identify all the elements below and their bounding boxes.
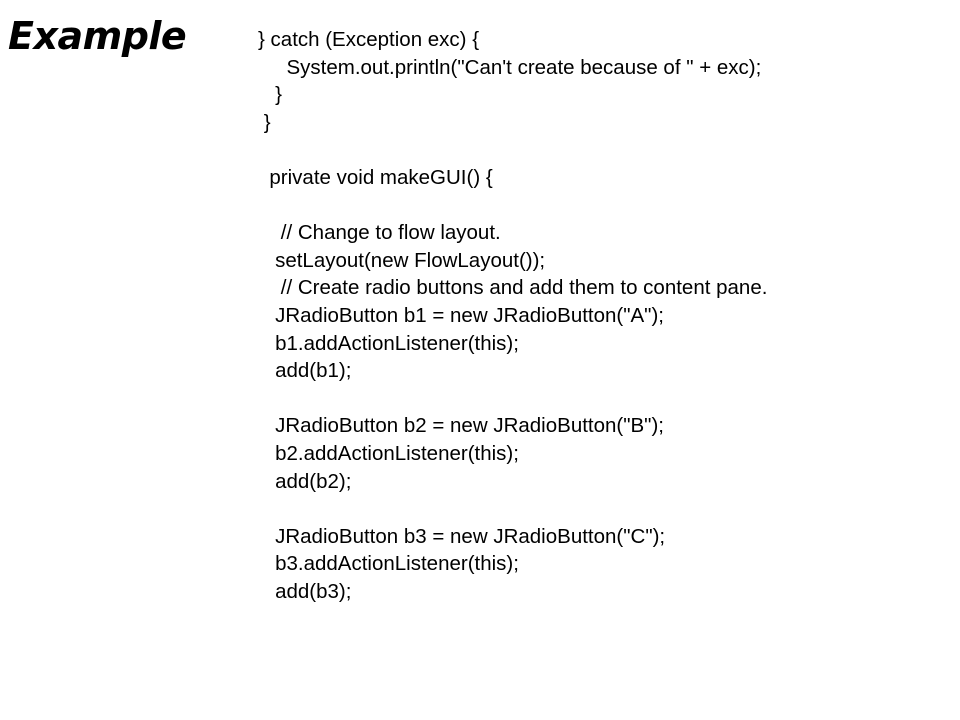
code-line: setLayout(new FlowLayout());	[258, 248, 546, 272]
code-line	[258, 495, 948, 523]
code-line: b2.addActionListener(this);	[258, 441, 519, 465]
code-line: System.out.println("Can't create because…	[258, 55, 762, 79]
code-line	[258, 192, 948, 220]
code-line: b3.addActionListener(this);	[258, 552, 519, 576]
code-line: // Create radio buttons and add them to …	[258, 276, 768, 300]
code-line: add(b1);	[258, 359, 352, 383]
code-line: add(b2);	[258, 469, 352, 493]
code-line	[258, 385, 948, 413]
slide-title: Example	[8, 14, 187, 58]
code-line: private void makeGUI() {	[258, 165, 493, 189]
code-line: JRadioButton b2 = new JRadioButton("B");	[258, 414, 664, 438]
code-line: add(b3);	[258, 579, 352, 603]
code-line: }	[258, 83, 282, 107]
code-line: }	[258, 110, 271, 134]
code-listing: } catch (Exception exc) { System.out.pri…	[258, 26, 948, 605]
code-line: b1.addActionListener(this);	[258, 331, 519, 355]
code-line: JRadioButton b1 = new JRadioButton("A");	[258, 303, 664, 327]
code-line	[258, 136, 948, 164]
code-line: // Change to flow layout.	[258, 221, 501, 245]
code-line: } catch (Exception exc) {	[258, 28, 480, 51]
code-line: JRadioButton b3 = new JRadioButton("C");	[258, 524, 666, 548]
